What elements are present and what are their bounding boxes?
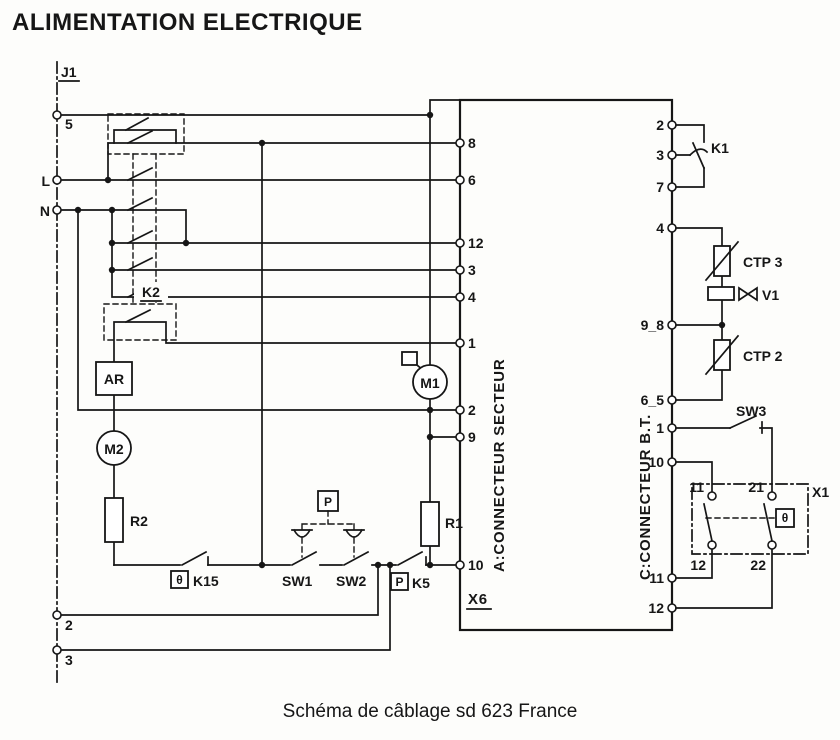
c-terminal-11: 11 xyxy=(649,570,664,586)
rail-terminal-5-label: 5 xyxy=(65,116,73,132)
rail-terminal-2 xyxy=(52,610,62,620)
ar-label: AR xyxy=(104,371,124,387)
m2-label: M2 xyxy=(104,441,124,457)
m1-r1-chain: M1 R1 xyxy=(401,351,463,547)
a-terminal-3: 3 xyxy=(468,262,476,278)
v1-body xyxy=(707,286,735,301)
a-terminal-12: 12 xyxy=(468,235,484,251)
sw1-diaphragm-icon xyxy=(291,528,313,538)
m1-motor xyxy=(412,364,448,400)
m1-flag-icon xyxy=(401,351,418,366)
a-terminal-6: 6 xyxy=(468,172,476,188)
c-terminal-12: 12 xyxy=(648,600,664,616)
rail-terminal-2-label: 2 xyxy=(65,617,73,633)
c-terminal-7: 7 xyxy=(656,179,664,195)
k2-label: K2 xyxy=(142,284,160,300)
junction-dots xyxy=(74,111,726,569)
c-terminal-10: 10 xyxy=(648,454,664,470)
pressure-link xyxy=(301,510,355,558)
connector-a: A:CONNECTEUR SECTEUR X6 8 6 12 3 4 1 2 9… xyxy=(455,98,674,632)
rail-terminal-5 xyxy=(52,110,62,120)
x1-terminal-22: 22 xyxy=(750,557,766,573)
x1-terminal-12: 12 xyxy=(690,557,706,573)
x1-terminal-11: 11 xyxy=(689,479,704,495)
k1-actuator-arc xyxy=(688,148,709,157)
c-terminal-6-5: 6_5 xyxy=(641,392,665,408)
k2-top-frame xyxy=(107,113,185,155)
ctp3-label: CTP 3 xyxy=(743,254,783,270)
rail-terminal-n-label: N xyxy=(40,203,50,219)
k5-p-icon: P xyxy=(395,575,403,589)
connector-c-label: C:CONNECTEUR B.T. xyxy=(637,414,654,580)
ar-relay xyxy=(95,361,133,396)
wiring-left xyxy=(60,99,461,651)
k1-label: K1 xyxy=(711,140,729,156)
k2-contactor: K2 xyxy=(103,113,185,341)
k2-bottom-frame xyxy=(103,303,177,341)
v1-diode-icon xyxy=(738,286,758,302)
a-terminal-8: 8 xyxy=(468,135,476,151)
m2-motor xyxy=(96,430,132,466)
v1-label: V1 xyxy=(762,287,779,303)
a-terminal-1: 1 xyxy=(468,335,476,351)
sw3-label: SW3 xyxy=(736,403,767,419)
sw1-label: SW1 xyxy=(282,573,313,589)
x1-theta-icon: θ xyxy=(782,511,789,525)
connector-a-label: A:CONNECTEUR SECTEUR xyxy=(491,358,508,572)
circuit-right: K1 CTP 3 V1 CTP 2 SW3 X1 11 21 12 22 θ xyxy=(675,124,829,609)
rail-terminal-3 xyxy=(52,645,62,655)
c-terminal-2: 2 xyxy=(656,117,664,133)
a-terminal-10: 10 xyxy=(468,557,484,573)
k5-p-box xyxy=(390,572,409,591)
rail-terminals: 5 L N 2 3 xyxy=(40,110,73,668)
c-terminal-1: 1 xyxy=(656,420,664,436)
c-terminal-3: 3 xyxy=(656,147,664,163)
r1-resistor xyxy=(420,501,440,547)
k15-theta-box xyxy=(170,570,189,589)
rail-terminal-l-label: L xyxy=(41,173,50,189)
k5-label: K5 xyxy=(412,575,430,591)
c-terminal-9-8: 9_8 xyxy=(641,317,665,333)
connector-a-body xyxy=(458,98,674,632)
connector-c: C:CONNECTEUR B.T. 2 3 7 4 9_8 6_5 1 10 1… xyxy=(637,117,677,616)
j1-label: J1 xyxy=(61,64,77,80)
caption: Schéma de câblage sd 623 France xyxy=(283,701,578,722)
a-terminal-9: 9 xyxy=(468,429,476,445)
j1-rail: J1 xyxy=(56,61,80,683)
sw2-label: SW2 xyxy=(336,573,367,589)
k15-label: K15 xyxy=(193,573,219,589)
rail-terminal-l xyxy=(52,175,62,185)
c-terminal-4: 4 xyxy=(656,220,664,236)
x1-label: X1 xyxy=(812,484,829,500)
ctp2-label: CTP 2 xyxy=(743,348,783,364)
r2-resistor xyxy=(104,497,124,543)
a-terminal-4: 4 xyxy=(468,289,476,305)
rail-terminal-n xyxy=(52,205,62,215)
r2-label: R2 xyxy=(130,513,148,529)
ar-m2-r2-chain: AR M2 R2 xyxy=(95,361,148,543)
connector-a-ref: X6 xyxy=(468,591,488,608)
x1-frame xyxy=(691,483,809,555)
pressure-box-label: P xyxy=(324,495,332,509)
sw2-diaphragm-icon xyxy=(343,528,365,538)
page-title: ALIMENTATION ELECTRIQUE xyxy=(12,9,363,36)
x1-terminal-21: 21 xyxy=(748,479,764,495)
m1-label: M1 xyxy=(420,375,440,391)
a-terminal-2: 2 xyxy=(468,402,476,418)
r1-label: R1 xyxy=(445,515,463,531)
rail-terminal-3-label: 3 xyxy=(65,652,73,668)
k15-theta-icon: θ xyxy=(176,573,183,587)
x1-theta-box xyxy=(775,508,795,528)
bottom-switch-row: θ K15 SW1 SW2 P P K5 xyxy=(170,490,430,591)
